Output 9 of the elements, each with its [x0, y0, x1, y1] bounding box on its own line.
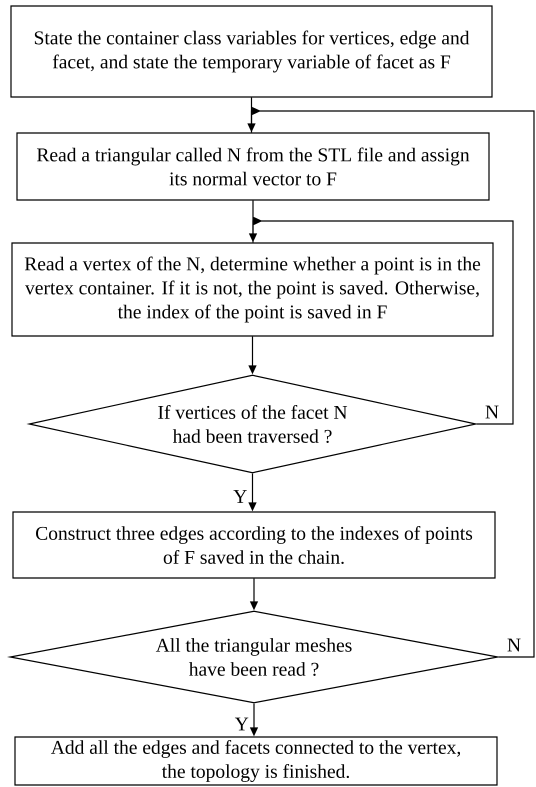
edge-label: N — [508, 638, 521, 652]
process-box: Read a vertex of the N, determine whether a point is in the vertex container. If it is not, the point is saved. Otherwise, the index of the point is saved in F — [11, 242, 494, 337]
process-box: Read a triangular called N from the STL file and assign its normal vector to F — [16, 132, 490, 201]
process-box: Construct three edges according to the indexes of points of F saved in the chain. — [12, 511, 496, 579]
edge-label: N — [486, 406, 499, 418]
edge-label: Y — [233, 490, 247, 503]
process-box: State the container class variables for vertices, edge and facet, and state the temporary variable of facet as F — [10, 5, 493, 98]
edge-label: Y — [234, 718, 248, 730]
process-box: Add all the edges and facets connected to the vertex, the topology is finished. — [14, 736, 498, 786]
